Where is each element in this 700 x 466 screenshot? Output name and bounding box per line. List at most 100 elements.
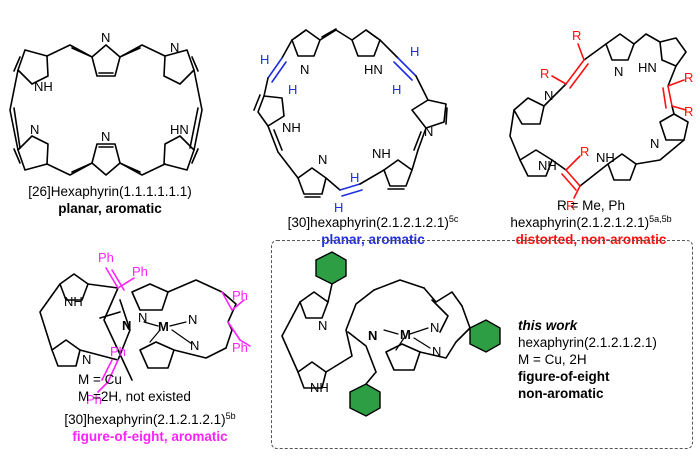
atom-n-12: N	[122, 318, 131, 333]
meso-3-sides	[509, 109, 685, 165]
metal-core-5	[373, 279, 471, 371]
molecule-1-property: planar, aromatic	[58, 201, 162, 216]
pyrrole-2-bottom-left	[297, 167, 327, 198]
meso-3-top	[633, 33, 661, 45]
atom-ph-2: Ph	[132, 264, 148, 279]
ph-alkene-4-right	[221, 291, 251, 347]
molecule-2-name: [30]hexaphyrin(2.1.2.1.2.1)	[287, 215, 449, 230]
atom-m-2: M	[400, 327, 411, 342]
phenyl-5-bottom-link	[365, 371, 377, 385]
molecule-2-property: planar, aromatic	[321, 232, 425, 247]
structure-hexaphyrin-111111: NH N N N N HN	[9, 30, 203, 176]
molecule-4-metal-2: M =2H, not existed	[78, 389, 191, 404]
r-substituents: R R R R R R	[540, 28, 693, 213]
molecule-5-label: this work	[518, 318, 578, 333]
atom-n-5: N	[300, 62, 309, 77]
molecule-5-metal: M = Cu, 2H	[518, 352, 587, 367]
pyrrole-3-left	[513, 97, 545, 125]
phenyl-5-bottom	[349, 383, 381, 417]
atom-nh-3: NH	[372, 146, 391, 161]
atom-nh-4: NH	[538, 158, 557, 173]
pyrrole-2-top-right	[351, 29, 381, 57]
meso-bridges	[9, 44, 203, 176]
atom-n-9: N	[544, 88, 553, 103]
meso-4-left	[39, 283, 61, 351]
atom-n-15: N	[190, 338, 199, 353]
pyrrole-bottom-left	[13, 135, 49, 171]
atom-ph-4: Ph	[110, 344, 126, 359]
vinylene-bridges	[263, 39, 429, 197]
molecule-3-substituents: R = Me, Ph	[557, 198, 625, 213]
atom-r-2: R	[540, 66, 549, 81]
atom-n-17: N	[368, 328, 377, 343]
molecule-4-name-row: [30]hexaphyrin(2.1.2.1.2.1)5b	[40, 411, 260, 428]
pyrrole-bottom-center	[91, 143, 121, 176]
atom-n-6: N	[424, 124, 433, 139]
atom-h-4: H	[392, 82, 401, 97]
atom-h-3: H	[410, 44, 419, 59]
pyrrole-4-left-bottom	[51, 339, 81, 367]
atom-ph-6: Ph	[232, 340, 248, 355]
atom-nh-6: NH	[64, 294, 83, 309]
atom-hn-3: HN	[638, 60, 657, 75]
meso-2-top-double	[321, 28, 337, 38]
atom-n-4: N	[101, 129, 110, 144]
atom-h-2: H	[288, 82, 297, 97]
structure-hexaphyrin-figure-eight-ph: NH N Ph Ph Ph Ph N M N N N	[39, 250, 251, 407]
pyrrole-top-center	[91, 44, 121, 77]
atom-hn-2: HN	[364, 62, 383, 77]
molecule-2-name-row: [30]hexaphyrin(2.1.2.1.2.1)5c	[268, 214, 478, 231]
vinyl-hydrogens: H H H H H H	[260, 44, 419, 215]
pyrrole-2-mid-right	[411, 99, 448, 129]
atom-n-18: N	[430, 320, 439, 335]
pyrrole-5-left-top	[299, 291, 329, 319]
molecule-4-property: figure-of-eight, aromatic	[72, 429, 228, 444]
caption-molecule-3: R = Me, Ph hexaphyrin(2.1.2.1.2.1)5a,5b …	[486, 197, 696, 248]
this-work-box	[271, 240, 693, 449]
atom-nh-1: NH	[34, 79, 53, 94]
pyrrole-2-top-left	[291, 29, 321, 57]
alkene-bridges-red	[543, 43, 687, 199]
caption-molecule-4-metals: M = Cu M =2H, not existed	[78, 371, 258, 405]
molecule-2-ref: 5c	[448, 214, 459, 224]
structure-hexaphyrin-212121-planar: N HN NH N N NH	[253, 28, 448, 215]
caption-molecule-5: this work hexaphyrin(2.1.2.1.2.1) M = Cu…	[518, 317, 688, 402]
molecule-4-metal-1: M = Cu	[78, 372, 122, 387]
atom-h-6: H	[350, 170, 359, 185]
atom-n-13: N	[188, 312, 197, 327]
pyrrole-top-left	[13, 49, 49, 85]
pyrrole-4-left-top	[59, 273, 89, 301]
caption-molecule-4: [30]hexaphyrin(2.1.2.1.2.1)5b figure-of-…	[40, 411, 260, 445]
atom-r-4: R	[684, 104, 693, 119]
atom-ph-3: Ph	[86, 392, 102, 407]
structure-hexaphyrin-212121-distorted: N HN N N NH NH	[509, 28, 693, 213]
molecule-3-name: hexaphyrin(2.1.2.1.2.1)	[510, 215, 650, 230]
atom-n-7: N	[318, 152, 327, 167]
atom-n-3: N	[30, 122, 39, 137]
atom-ph-1: Ph	[98, 250, 114, 265]
molecule-5-property-2: non-aromatic	[518, 386, 604, 401]
pyrrole-3-top	[605, 33, 635, 61]
molecule-4-ref: 5b	[225, 411, 236, 421]
phenyl-5-top	[315, 251, 347, 285]
atom-r-6: R	[566, 198, 575, 213]
caption-molecule-2: [30]hexaphyrin(2.1.2.1.2.1)5c planar, ar…	[268, 214, 478, 248]
atom-n-2: N	[170, 40, 179, 55]
atom-n-1: N	[101, 30, 110, 45]
pyrrole-3-right	[659, 113, 689, 141]
atom-n-14: N	[138, 310, 147, 325]
pyrrole-top-right	[163, 49, 199, 85]
atom-n-16: N	[318, 318, 327, 333]
molecule-1-name: [26]Hexaphyrin(1.1.1.1.1.1)	[28, 184, 192, 199]
pyrrole-3-bottom-left	[519, 149, 553, 177]
atom-n-8: N	[614, 64, 623, 79]
crossing-loop-5	[325, 289, 377, 373]
atom-r-5: R	[580, 144, 589, 159]
pyrrole-2-mid-left	[253, 94, 285, 127]
meso-5-left	[281, 301, 301, 373]
molecule-3-property: distorted, non-aromatic	[515, 232, 667, 247]
molecule-3-ref: 5a,5b	[649, 214, 672, 224]
atom-nh-2: NH	[282, 120, 301, 135]
molecule-3-name-row: hexaphyrin(2.1.2.1.2.1)5a,5b	[486, 214, 696, 231]
atom-r-3: R	[684, 70, 693, 85]
